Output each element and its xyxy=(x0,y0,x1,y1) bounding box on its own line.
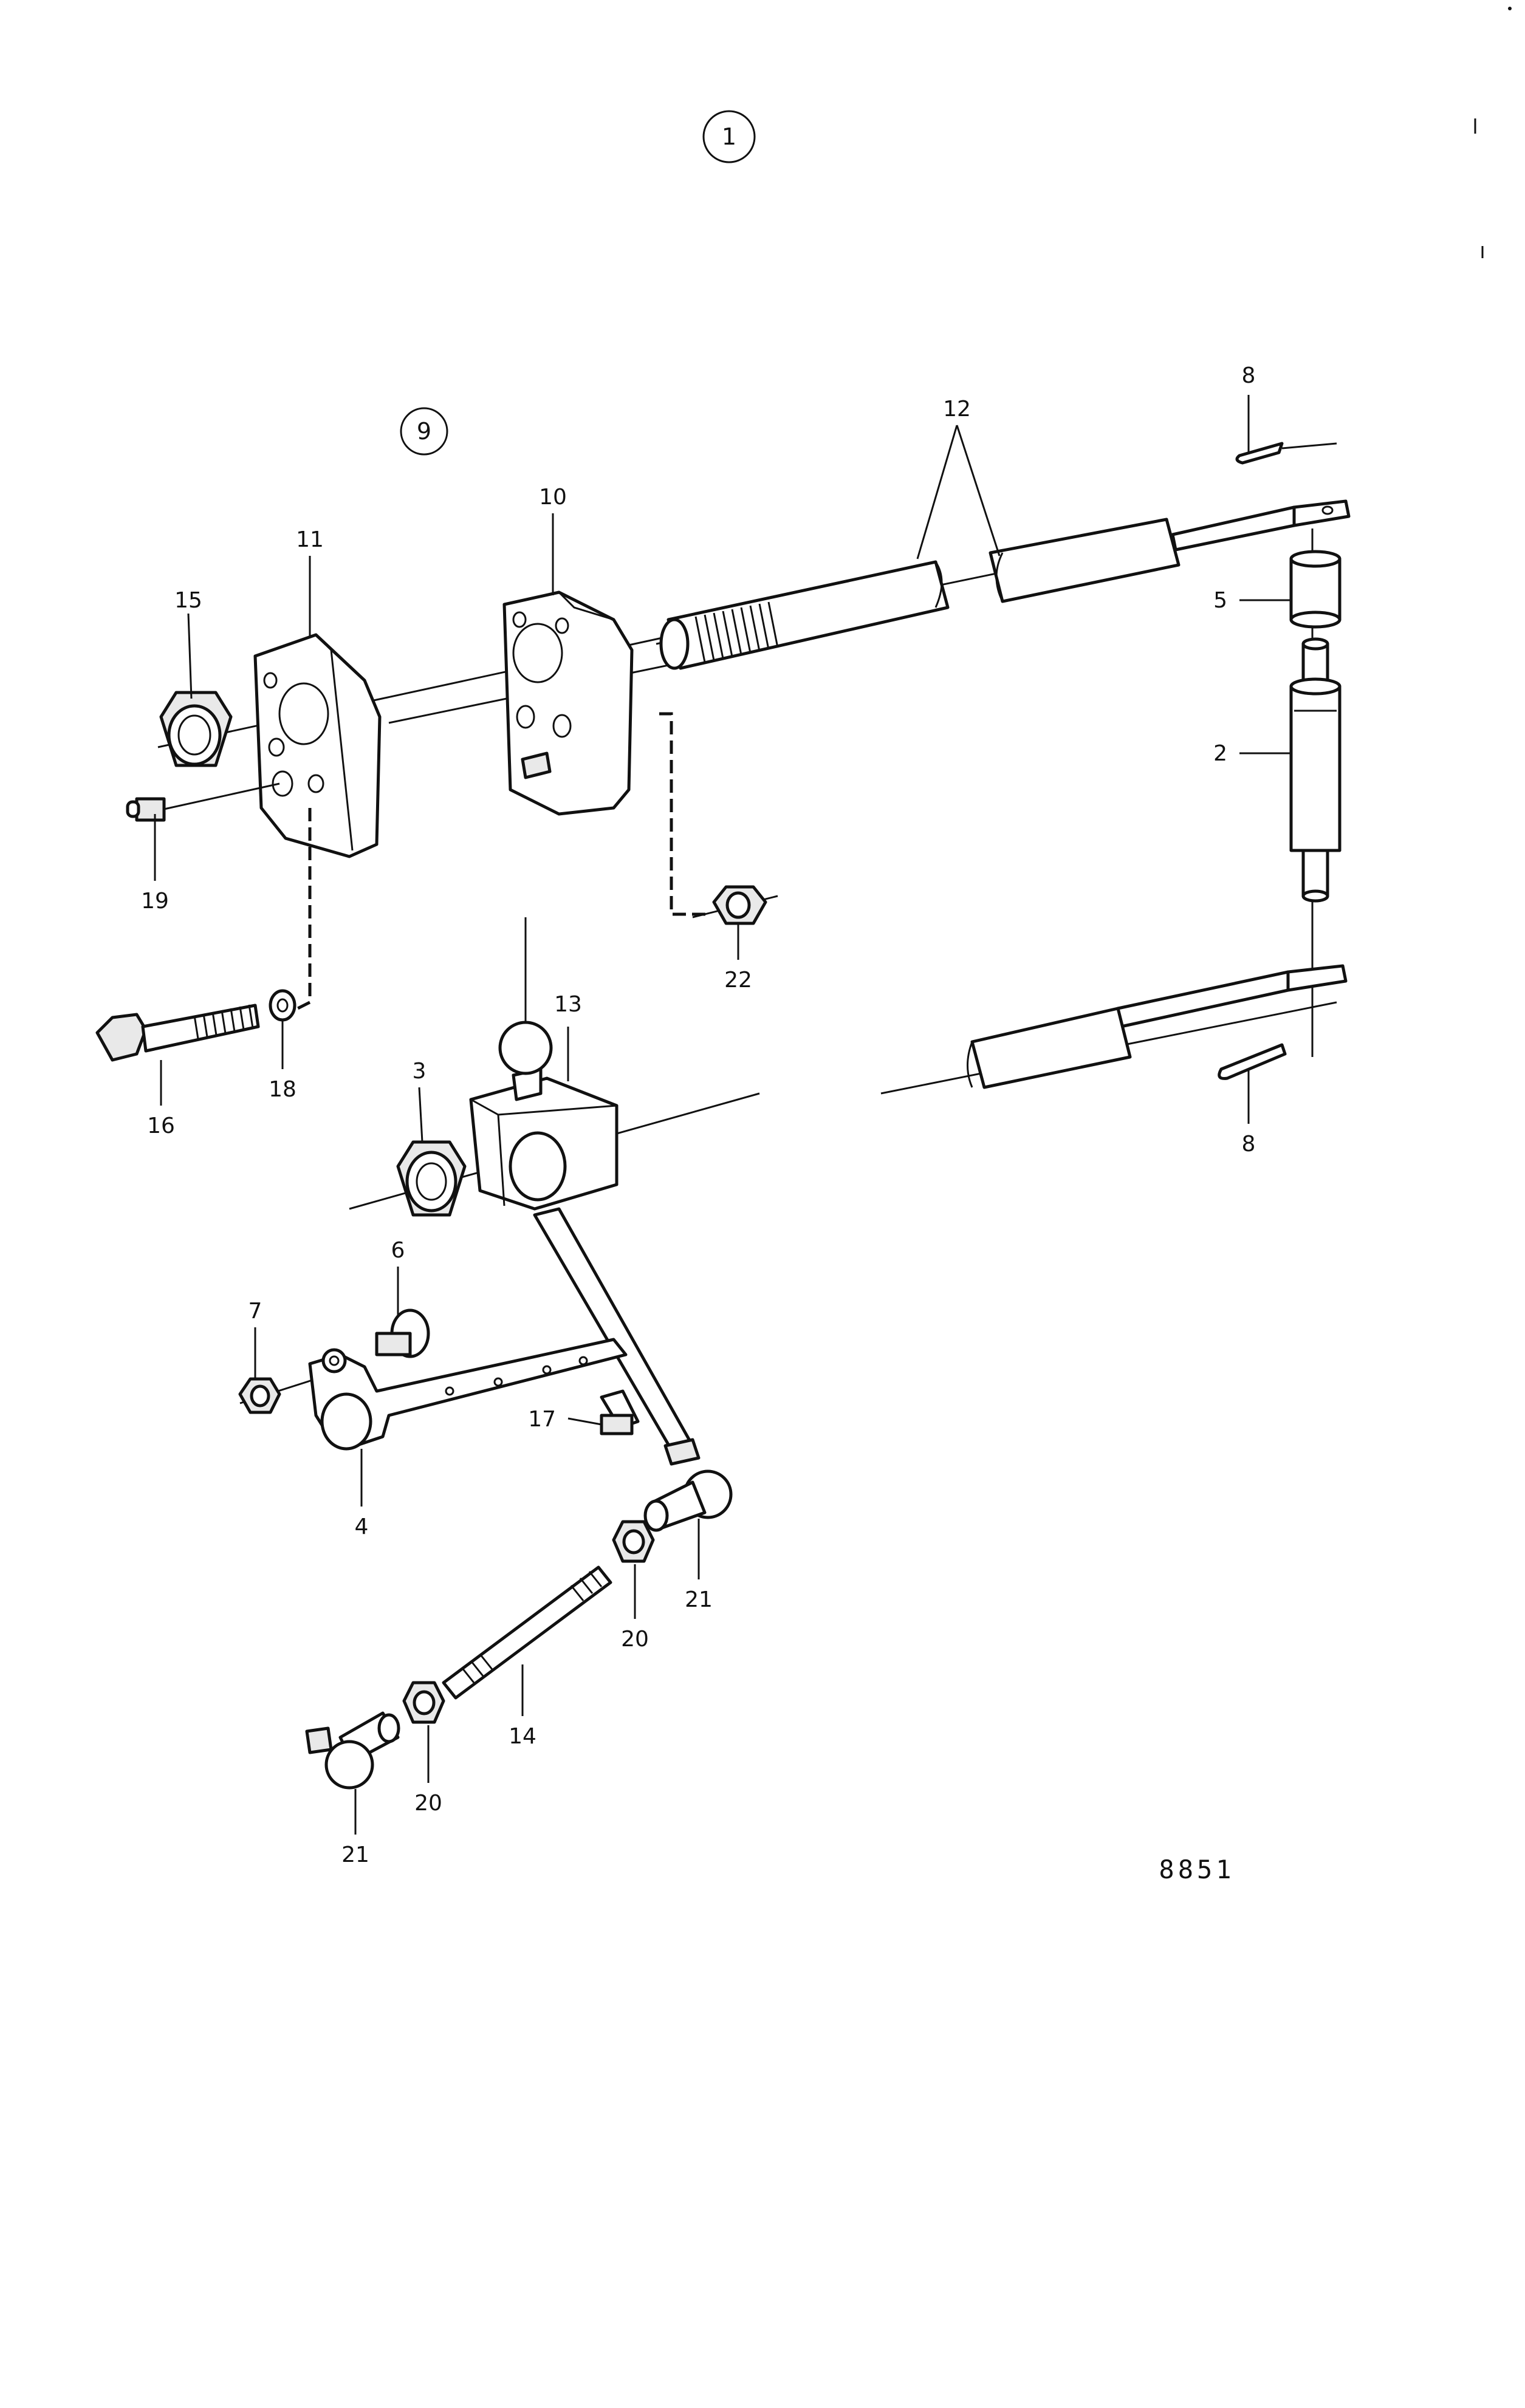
label-19: 19 xyxy=(141,889,169,914)
label-2: 2 xyxy=(1213,741,1227,766)
nut-20-lower xyxy=(402,1681,445,1724)
flange-plate-11 xyxy=(253,633,382,858)
split-pin-8-top xyxy=(1235,442,1337,465)
label-12: 12 xyxy=(943,397,971,422)
label-6: 6 xyxy=(391,1238,405,1263)
washer-18 xyxy=(269,989,296,1022)
label-20-upper: 20 xyxy=(621,1627,649,1652)
label-21-upper: 21 xyxy=(685,1587,713,1612)
lever-arm-4 xyxy=(308,1338,628,1451)
label-14: 14 xyxy=(509,1724,536,1749)
view-number-9: 9 xyxy=(400,407,448,456)
label-8-top: 8 xyxy=(1242,363,1256,388)
label-22: 22 xyxy=(724,968,752,993)
screw-17 xyxy=(600,1389,640,1435)
scan-specks xyxy=(1474,7,1512,258)
grease-nipple-19 xyxy=(126,782,280,822)
hex-nut-3 xyxy=(396,1140,467,1217)
pin-2 xyxy=(1289,637,1342,903)
ball-joint-21-lower xyxy=(305,1711,400,1790)
threaded-rod-14 xyxy=(442,1565,612,1700)
nut-22 xyxy=(712,885,767,925)
split-pin-8-bottom xyxy=(1218,1043,1287,1080)
bushing-5 xyxy=(1289,550,1342,629)
flange-plate-10 xyxy=(502,590,634,816)
hex-nut-15 xyxy=(159,691,233,767)
view-circle xyxy=(400,407,448,456)
label-13: 13 xyxy=(554,992,582,1017)
part-labels: 8 12 10 11 15 5 2 19 22 13 3 18 16 8 6 7… xyxy=(141,363,1255,1867)
ball-joint-21-upper xyxy=(643,1438,733,1532)
view-number-9-text: 9 xyxy=(417,418,431,445)
label-4: 4 xyxy=(355,1514,369,1539)
label-16: 16 xyxy=(147,1113,175,1138)
label-20-lower: 20 xyxy=(414,1791,442,1816)
label-11: 11 xyxy=(296,527,324,552)
label-17: 17 xyxy=(528,1407,556,1432)
bolt-thread xyxy=(193,1004,254,1039)
nut-7 xyxy=(238,1377,281,1414)
label-21-lower: 21 xyxy=(341,1842,369,1867)
screw-6 xyxy=(375,1308,430,1358)
view-number-1: 1 xyxy=(702,110,756,163)
lower-shaft xyxy=(967,964,1348,1089)
label-8-bottom: 8 xyxy=(1242,1132,1256,1157)
label-10: 10 xyxy=(539,485,567,510)
label-5: 5 xyxy=(1213,588,1227,613)
view-circle xyxy=(702,110,756,163)
label-7: 7 xyxy=(248,1299,262,1324)
view-number-1-text: 1 xyxy=(722,123,736,150)
label-3: 3 xyxy=(413,1059,427,1084)
ball-block-13 xyxy=(469,1021,619,1211)
shaft-thread xyxy=(694,601,779,663)
leader-lines xyxy=(154,395,1291,1835)
label-15: 15 xyxy=(174,588,202,613)
drawing-number: 8851 xyxy=(1159,1855,1235,1884)
bolt-16 xyxy=(95,1004,260,1062)
nut-20-upper xyxy=(612,1520,655,1563)
label-18: 18 xyxy=(269,1077,296,1102)
shaft-12 xyxy=(659,499,1351,670)
assembly-dashed-lines xyxy=(296,712,711,1010)
